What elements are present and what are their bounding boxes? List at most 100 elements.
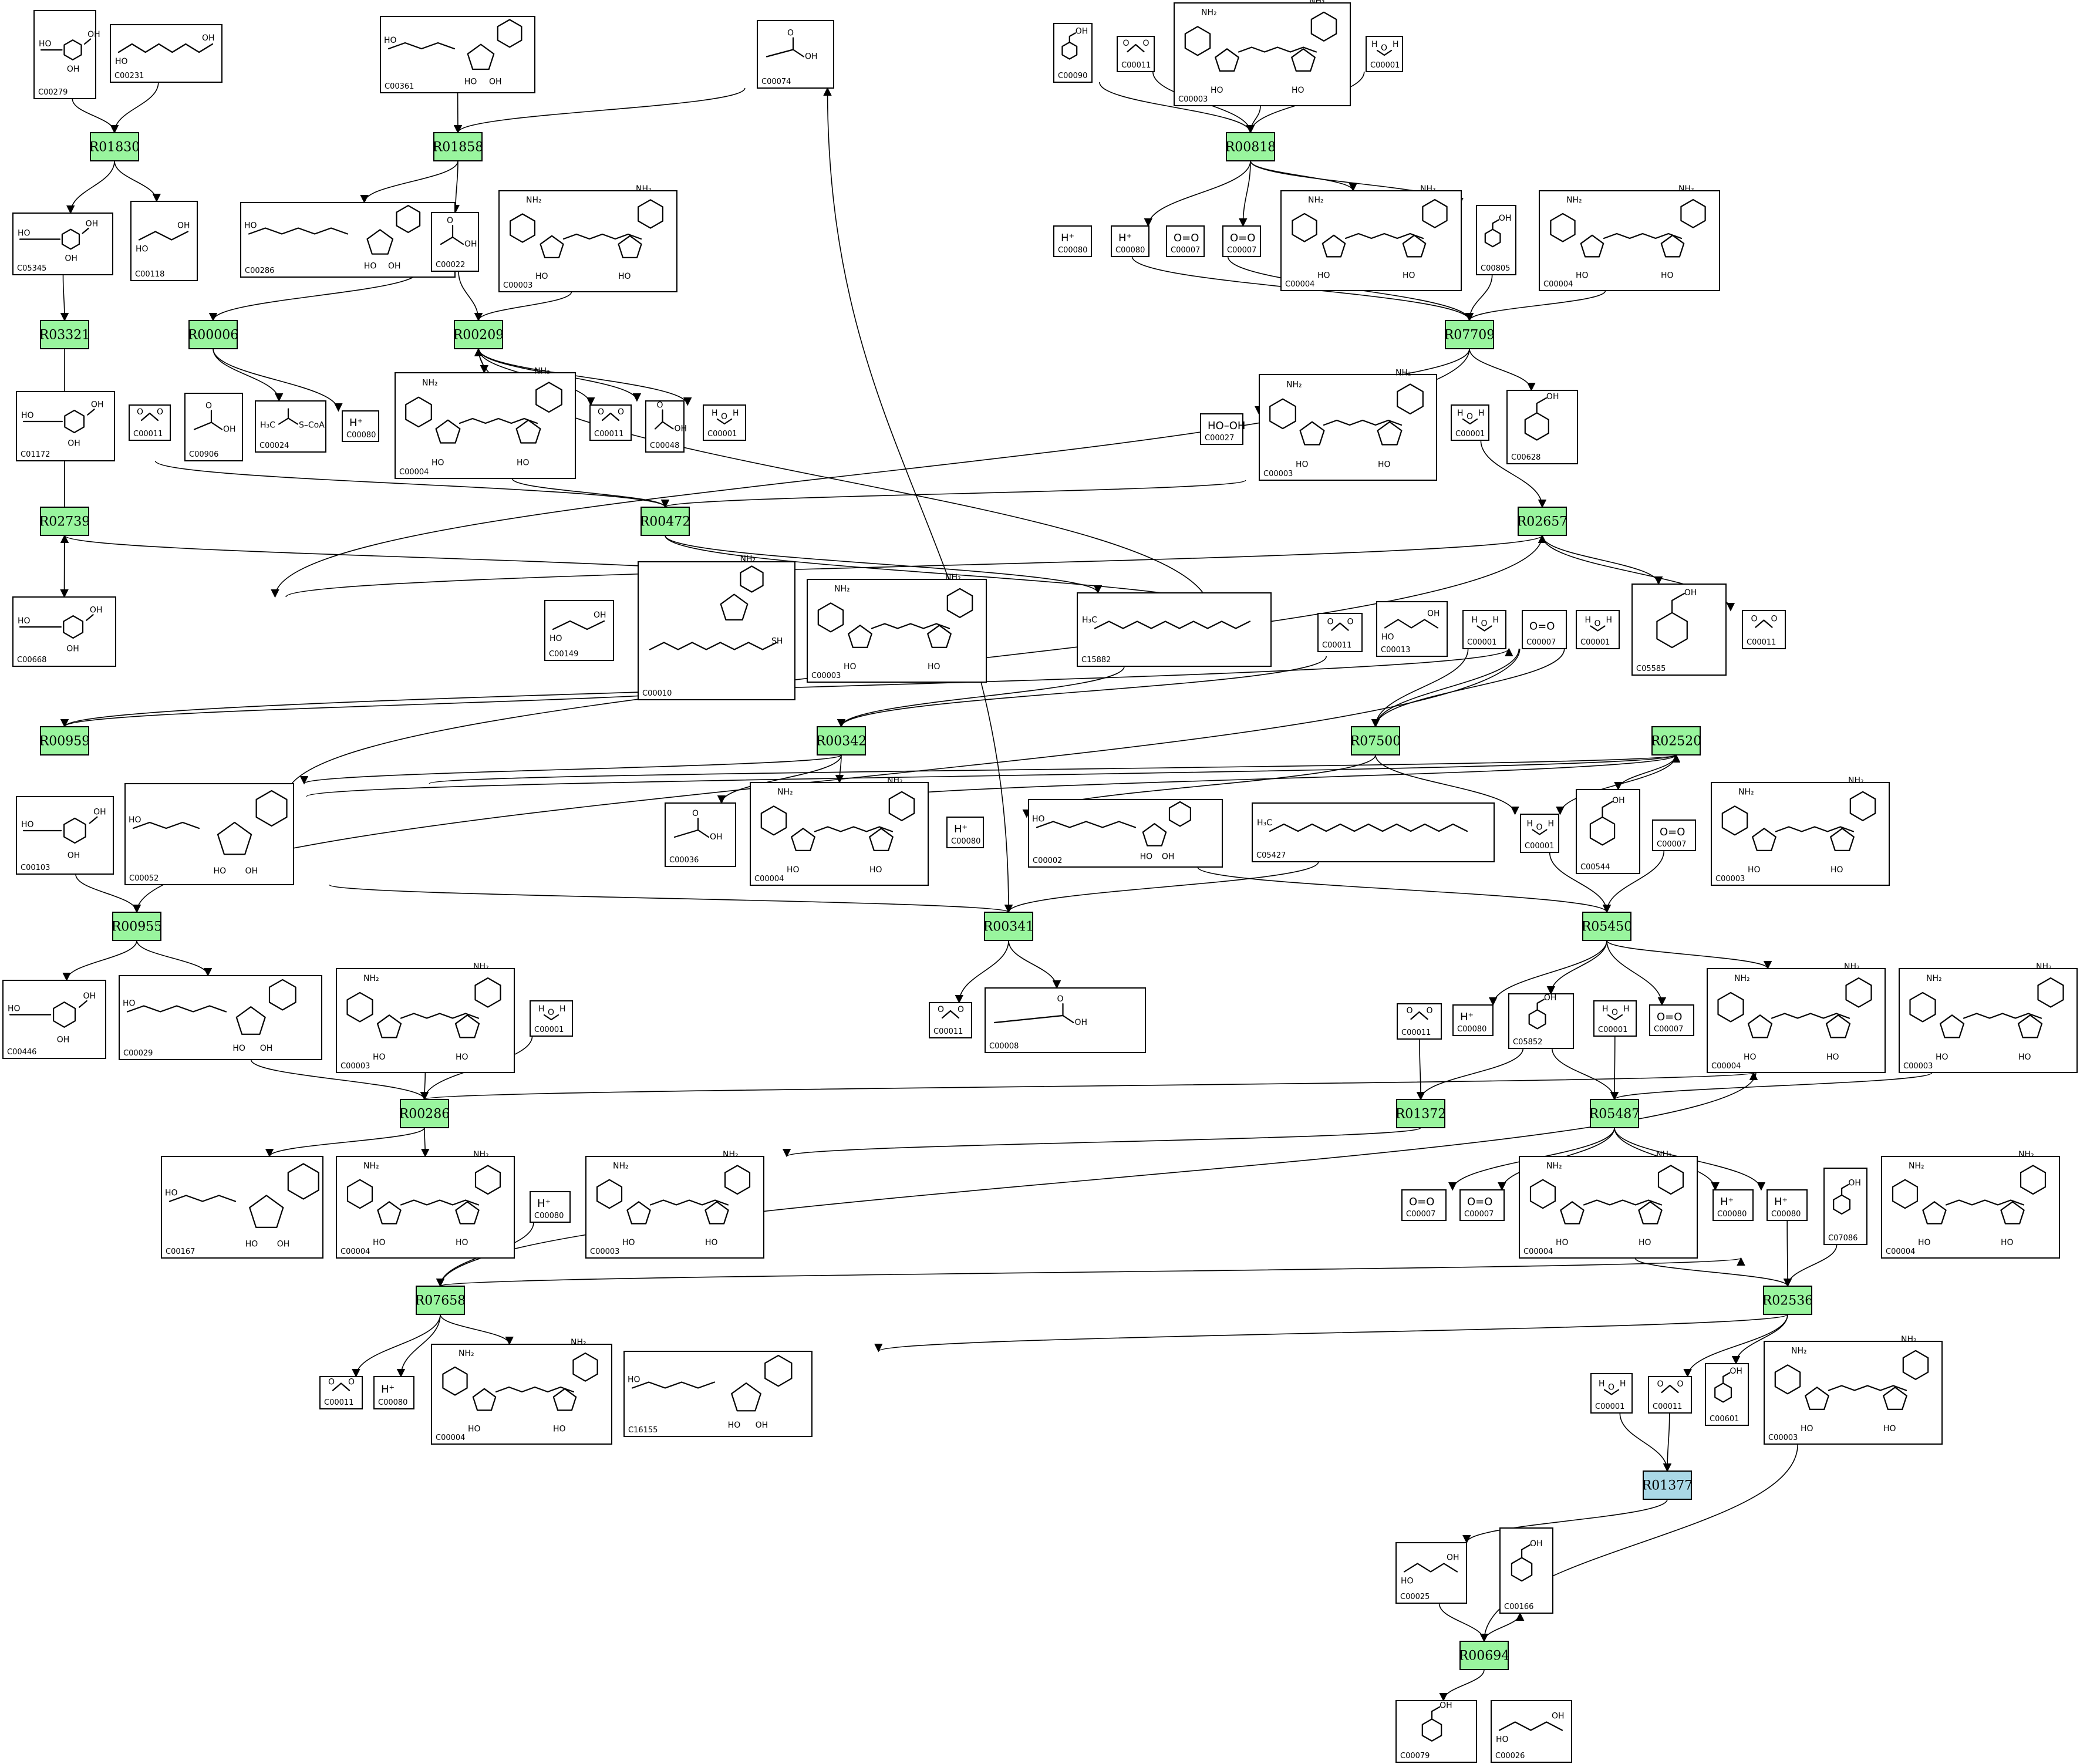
reaction-node-r02536[interactable]: R02536: [1762, 1286, 1813, 1315]
reaction-node-r00955[interactable]: R00955: [112, 912, 163, 941]
reaction-node-r05487[interactable]: R05487: [1589, 1099, 1640, 1128]
compound-box-c00080[interactable]: H⁺C00080: [1053, 225, 1092, 257]
reaction-node-r00341[interactable]: R00341: [983, 912, 1034, 941]
reaction-node-r05450[interactable]: R05450: [1582, 912, 1633, 941]
reaction-node-r00818[interactable]: R00818: [1225, 132, 1276, 161]
reaction-node-r01372[interactable]: R01372: [1395, 1099, 1447, 1128]
compound-box-c00080[interactable]: H⁺C00080: [373, 1376, 414, 1409]
reaction-node-r00286[interactable]: R00286: [399, 1099, 450, 1128]
compound-box-c00080[interactable]: H⁺C00080: [342, 410, 379, 442]
reaction-node-r00209[interactable]: R00209: [453, 320, 504, 349]
reaction-node-r00472[interactable]: R00472: [640, 507, 691, 536]
reaction-node-r07709[interactable]: R07709: [1444, 320, 1495, 349]
reaction-node-r02657[interactable]: R02657: [1517, 507, 1568, 536]
compound-box-c00080[interactable]: H⁺C00080: [1452, 1004, 1494, 1036]
reaction-node-r00694[interactable]: R00694: [1459, 1641, 1510, 1670]
reaction-node-r02739[interactable]: R02739: [39, 507, 90, 536]
reaction-node-r07500[interactable]: R07500: [1350, 726, 1401, 755]
reaction-node-r01830[interactable]: R01830: [89, 132, 140, 161]
compound-box-c00080[interactable]: H⁺C00080: [1111, 225, 1149, 257]
reaction-node-r00342[interactable]: R00342: [816, 726, 867, 755]
reaction-node-r01858[interactable]: R01858: [433, 132, 484, 161]
compound-box-c00080[interactable]: H⁺C00080: [1767, 1189, 1808, 1221]
compound-box-c00080[interactable]: H⁺C00080: [946, 817, 984, 848]
reaction-node-r01377[interactable]: R01377: [1642, 1470, 1693, 1500]
